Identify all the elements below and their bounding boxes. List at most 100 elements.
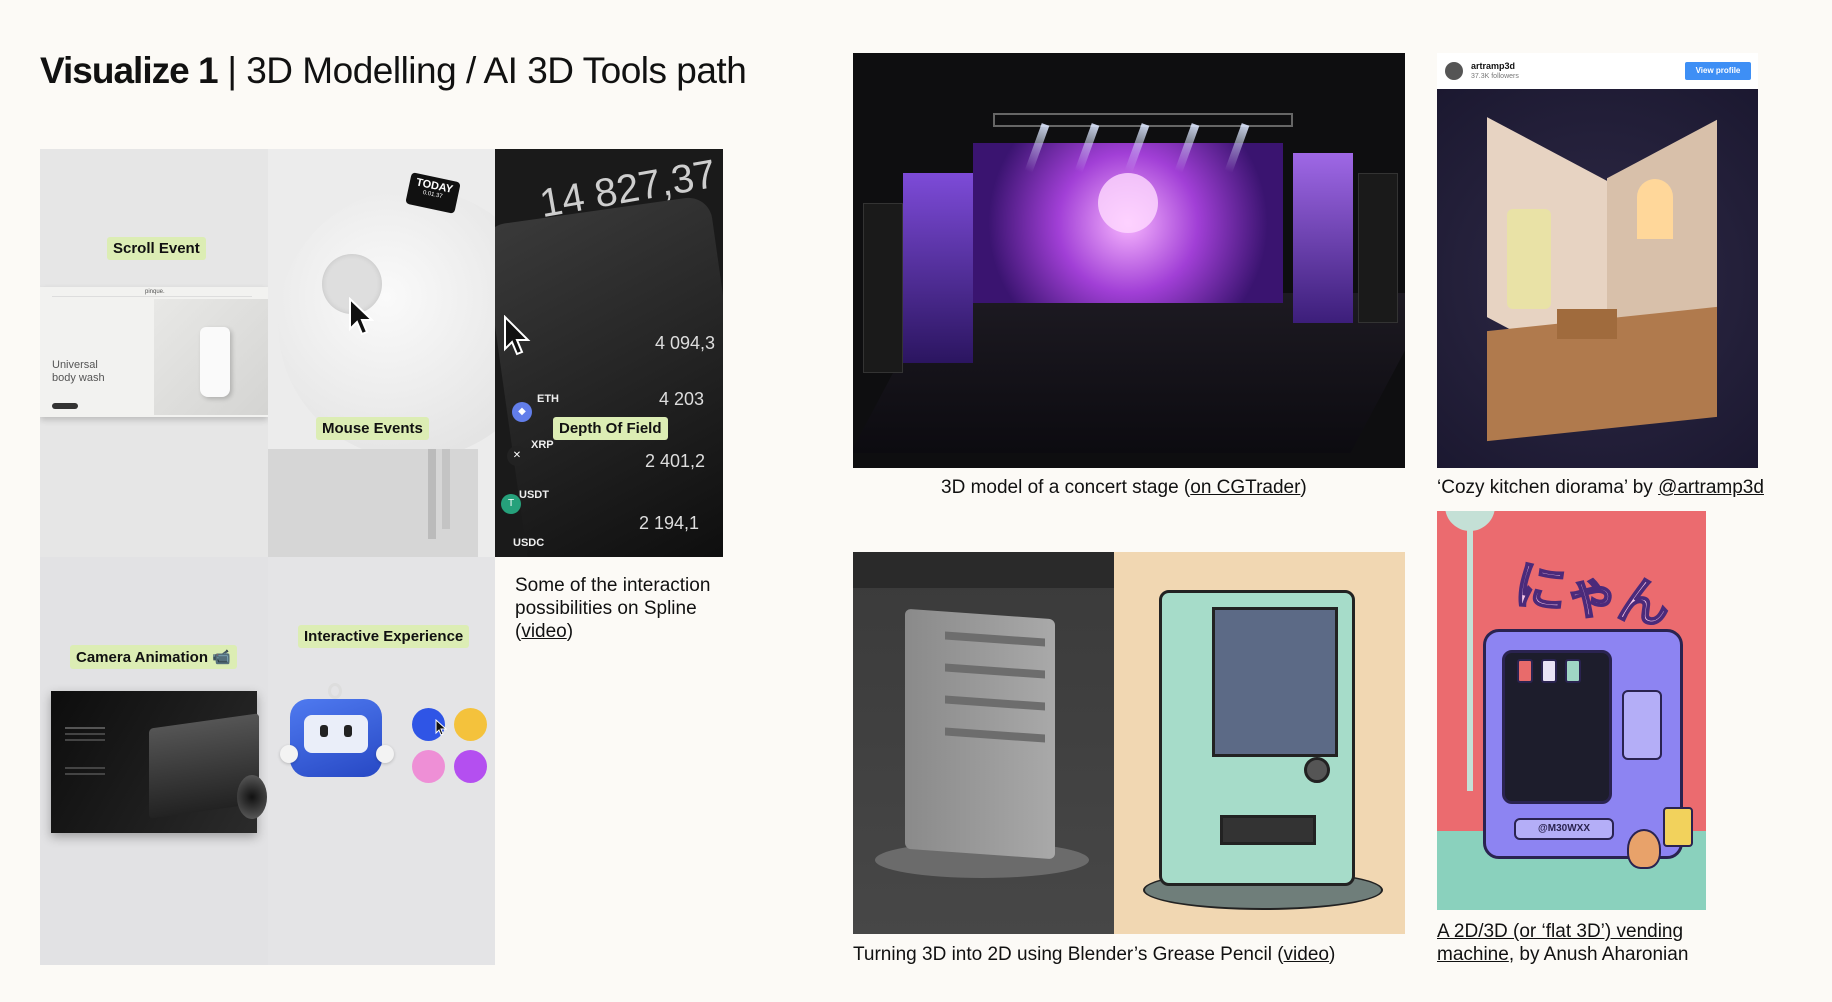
cursor-icon (504, 315, 531, 356)
plant-pot (1663, 807, 1693, 847)
keypad (1622, 690, 1662, 760)
model-slot (945, 663, 1045, 679)
flat-vending-caption: A 2D/3D (or ‘flat 3D’) vending machine, … (1437, 920, 1688, 966)
depth-of-field-tile: 14 827,37 ◆ ETH ✕ XRP T USDT USDC 4 094,… (495, 149, 723, 557)
flat-3d-vending-image: にゃん @M30WXX (1437, 511, 1706, 910)
caption-text: Turning 3D into 2D using Blender’s Greas… (853, 944, 1284, 965)
spline-caption-line-2: possibilities on Spline (515, 598, 697, 619)
caption-text: ‘Cozy kitchen diorama’ by (1437, 477, 1659, 498)
caption-text: 3D model of a concert stage ( (941, 477, 1191, 498)
concert-stage-caption: 3D model of a concert stage (on CGTrader… (941, 476, 1307, 499)
side-screen (1293, 153, 1353, 323)
caption-text: ) (1328, 944, 1336, 965)
kitchen-diorama-image (1437, 89, 1758, 468)
robot-antenna (328, 683, 342, 699)
color-dot-purple (454, 750, 487, 783)
instagram-embed: artramp3d 37.3K followers View profile (1437, 53, 1758, 468)
model-slot (945, 727, 1045, 743)
dial-object (278, 189, 495, 459)
name-plate: @M30WXX (1514, 818, 1614, 840)
coin-label: ETH (537, 393, 559, 405)
slide-title: Visualize 1 | 3D Modelling / AI 3D Tools… (40, 50, 747, 92)
robot-hand (376, 745, 394, 763)
vending-knob (1304, 757, 1330, 783)
speaker-stack (1358, 173, 1398, 323)
paren-open: ( (515, 621, 522, 642)
caption-text: ) (1300, 477, 1307, 498)
cursor-icon (435, 719, 447, 736)
username[interactable]: artramp3d (1471, 61, 1516, 71)
robot-eye (320, 725, 328, 737)
interactive-experience-tile: Interactive Experience (268, 557, 495, 965)
flat-vending-link[interactable]: machine (1437, 944, 1509, 965)
artramp3d-link[interactable]: @artramp3d (1658, 477, 1764, 498)
spline-caption: Some of the interaction possibilities on… (515, 574, 710, 643)
table (1557, 309, 1617, 339)
color-dot-pink (412, 750, 445, 783)
grey-vending-model (905, 608, 1055, 860)
usdt-coin-icon: T (501, 494, 521, 514)
robot-hand (280, 745, 298, 763)
can (1517, 659, 1533, 683)
can (1541, 659, 1557, 683)
window (1637, 179, 1673, 239)
model-slot (945, 695, 1045, 711)
interactive-experience-label: Interactive Experience (298, 625, 470, 648)
lens-render (237, 775, 267, 819)
avatar[interactable] (1445, 62, 1463, 80)
screen-sun (1098, 173, 1158, 233)
title-rest: 3D Modelling / AI 3D Tools path (246, 50, 747, 91)
product-render (51, 691, 267, 833)
concert-stage-image (853, 53, 1405, 468)
phone-mockup (495, 194, 723, 557)
bottle-image (200, 327, 230, 397)
view-profile-button[interactable]: View profile (1685, 62, 1751, 80)
caption-text: , by Anush Aharonian (1508, 944, 1689, 965)
coin-amount: 4 094,3 (655, 333, 716, 353)
side-screen (903, 173, 973, 363)
headline-line-1: Universal (52, 359, 98, 371)
headline-line-2: body wash (52, 372, 105, 384)
viewport-header (853, 552, 1114, 588)
robot-eye (344, 725, 352, 737)
grease-pencil-caption: Turning 3D into 2D using Blender’s Greas… (853, 943, 1335, 966)
stand-post (442, 449, 450, 529)
coin-label: XRP (531, 439, 554, 451)
cursor-icon (349, 297, 374, 336)
camera-animation-label: Camera Animation 📹 (70, 645, 237, 669)
screenshot-button (52, 403, 78, 409)
grease-pencil-image (853, 552, 1405, 934)
stand-post (428, 449, 436, 539)
speaker-stack (863, 203, 903, 373)
vending-slot (1220, 815, 1316, 845)
embed-header: artramp3d 37.3K followers View profile (1437, 53, 1758, 89)
cgtrader-link[interactable]: on CGTrader (1190, 477, 1301, 498)
coin-label: USDT (519, 489, 549, 501)
mouse-events-tile: TODAY 0.01.37 Mouse Events (268, 149, 495, 557)
scroll-event-tile: pinque. Universal body wash Scroll Event (40, 149, 268, 557)
eth-coin-icon: ◆ (512, 402, 532, 422)
screenshot-nav (52, 291, 252, 297)
spline-video-link[interactable]: video (521, 621, 567, 642)
color-dot-yellow (454, 708, 487, 741)
screenshot-headline: Universal body wash (52, 359, 105, 385)
render-text-lines (65, 727, 105, 729)
blender-viewport (853, 552, 1114, 934)
grease-pencil-video-link[interactable]: video (1283, 944, 1329, 965)
xrp-coin-icon: ✕ (507, 446, 527, 466)
coin-amount: 2 194,1 (639, 513, 700, 533)
scroll-event-label: Scroll Event (107, 237, 206, 260)
purple-vending-machine: @M30WXX (1483, 629, 1683, 859)
flat-vending-link[interactable]: A 2D/3D (or ‘flat 3D’) vending (1437, 921, 1684, 942)
spline-caption-line-1: Some of the interaction (515, 575, 711, 596)
paren-close: ) (566, 621, 574, 642)
vending-glass (1212, 607, 1338, 757)
can (1565, 659, 1581, 683)
coin-amount: 2 401,2 (645, 451, 706, 471)
model-slot (945, 631, 1045, 647)
kitchen-caption: ‘Cozy kitchen diorama’ by @artramp3d (1437, 476, 1764, 499)
robot-character (290, 699, 382, 777)
cat (1627, 829, 1661, 869)
followers-count: 37.3K followers (1471, 73, 1519, 80)
depth-of-field-label: Depth Of Field (553, 417, 668, 440)
